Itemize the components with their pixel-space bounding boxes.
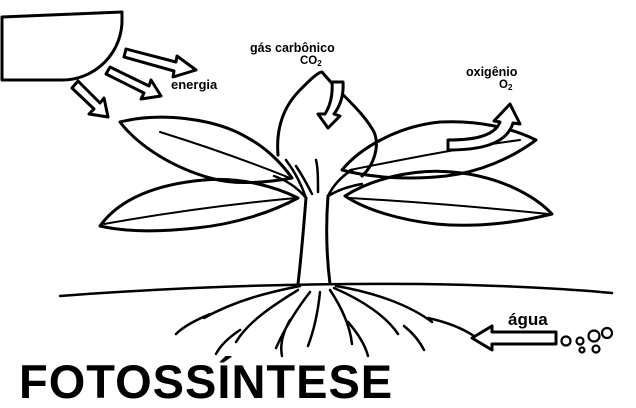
label-co2-main: CO	[300, 55, 317, 67]
sun-icon	[2, 12, 122, 80]
trunk	[298, 196, 330, 284]
co2-arrow-icon	[318, 82, 343, 128]
label-agua: água	[508, 311, 548, 328]
roots	[176, 286, 474, 356]
o2-arrow-icon	[448, 104, 520, 150]
label-co2: CO2	[300, 56, 322, 68]
diagram-title: FOTOSSÍNTESE	[19, 358, 393, 405]
label-o2-sub: 2	[508, 83, 512, 92]
water-bubbles-icon	[562, 328, 613, 353]
left-upper-leaf	[120, 117, 292, 182]
left-lower-leaf	[100, 179, 298, 230]
label-o2: O2	[499, 80, 512, 92]
label-co2-sub: 2	[317, 59, 321, 68]
label-oxigenio: oxigênio	[466, 66, 517, 79]
right-lower-leaf	[345, 171, 552, 225]
label-o2-main: O	[499, 79, 508, 91]
energy-arrow-2-icon	[106, 67, 161, 99]
energy-arrow-1-icon	[124, 49, 196, 77]
label-energia: energia	[171, 78, 217, 91]
energy-arrow-3-icon	[72, 81, 108, 117]
label-gas-carbonico: gás carbônico	[250, 42, 335, 55]
water-arrow-icon	[472, 326, 556, 350]
